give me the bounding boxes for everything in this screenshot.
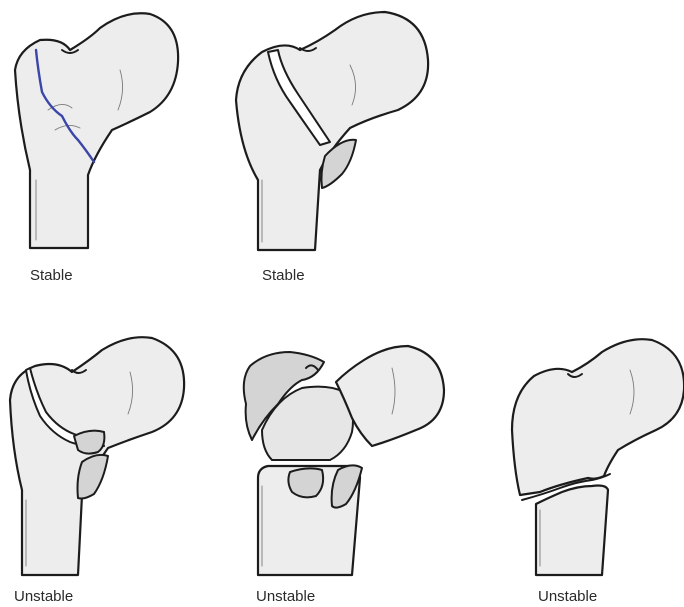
femur-2-outline xyxy=(236,12,428,250)
panel-3-femur xyxy=(10,337,184,575)
panel-4-femur xyxy=(244,346,444,575)
posteromedial-fragment-3a xyxy=(74,431,104,454)
caption-panel-2: Stable xyxy=(262,267,305,284)
panel-1-femur xyxy=(15,13,178,248)
panel-5-femur xyxy=(512,339,684,575)
caption-panel-1: Stable xyxy=(30,267,73,284)
panel-2-femur xyxy=(236,12,428,250)
caption-panel-4: Unstable xyxy=(256,588,315,605)
femur-5-shaft xyxy=(536,486,608,576)
caption-panel-5: Unstable xyxy=(538,588,597,605)
femur-1-outline xyxy=(15,13,178,248)
femur-5-proximal xyxy=(512,339,684,495)
caption-panel-3: Unstable xyxy=(14,588,73,605)
posteromedial-fragment-3b xyxy=(78,455,109,499)
lesser-trochanter-fragment-4a xyxy=(288,468,323,497)
